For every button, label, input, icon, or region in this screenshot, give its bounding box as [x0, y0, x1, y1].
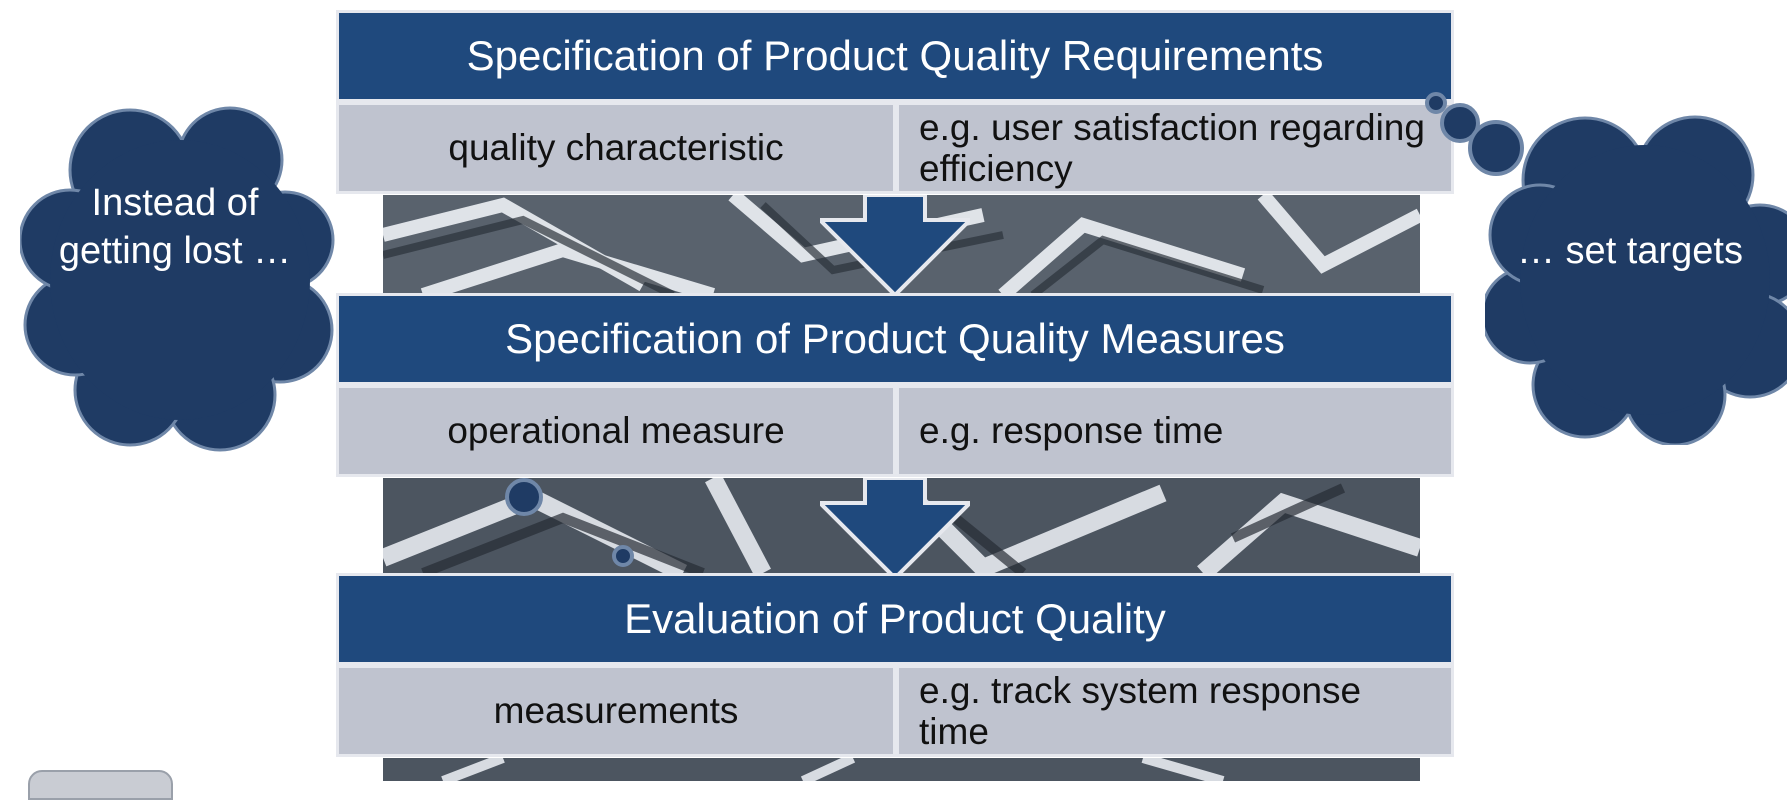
- left-thought-cloud: [20, 106, 335, 452]
- measures-block: Specification of Product Quality Measure…: [336, 293, 1454, 478]
- right-thought-cloud: [1485, 115, 1787, 445]
- thought-bubble-large: [1468, 120, 1524, 176]
- evaluation-right-cell: e.g. track system response time: [896, 665, 1454, 757]
- measures-right-cell: e.g. response time: [896, 385, 1454, 477]
- requirements-block: Specification of Product Quality Require…: [336, 10, 1454, 195]
- down-arrow-icon: [820, 195, 970, 295]
- thought-bubble-decor-small: [612, 545, 634, 567]
- evaluation-row: measurements e.g. track system response …: [336, 665, 1454, 757]
- requirements-left-cell: quality characteristic: [336, 102, 896, 194]
- right-cloud-text: … set targets: [1517, 230, 1743, 272]
- measures-left-cell: operational measure: [336, 385, 896, 477]
- evaluation-block: Evaluation of Product Quality measuremen…: [336, 573, 1454, 758]
- requirements-row: quality characteristic e.g. user satisfa…: [336, 102, 1454, 194]
- thought-bubble-decor: [505, 478, 543, 516]
- evaluation-title: Evaluation of Product Quality: [336, 573, 1454, 665]
- requirements-right-cell: e.g. user satisfaction regarding efficie…: [896, 102, 1454, 194]
- requirements-title: Specification of Product Quality Require…: [336, 10, 1454, 102]
- partial-shape: [28, 770, 173, 800]
- evaluation-left-cell: measurements: [336, 665, 896, 757]
- maze-image-bottom: [383, 758, 1420, 781]
- down-arrow-icon: [820, 478, 970, 578]
- measures-title: Specification of Product Quality Measure…: [336, 293, 1454, 385]
- left-cloud-text: Instead of getting lost …: [58, 182, 292, 272]
- thought-bubble-small: [1425, 92, 1447, 114]
- measures-row: operational measure e.g. response time: [336, 385, 1454, 477]
